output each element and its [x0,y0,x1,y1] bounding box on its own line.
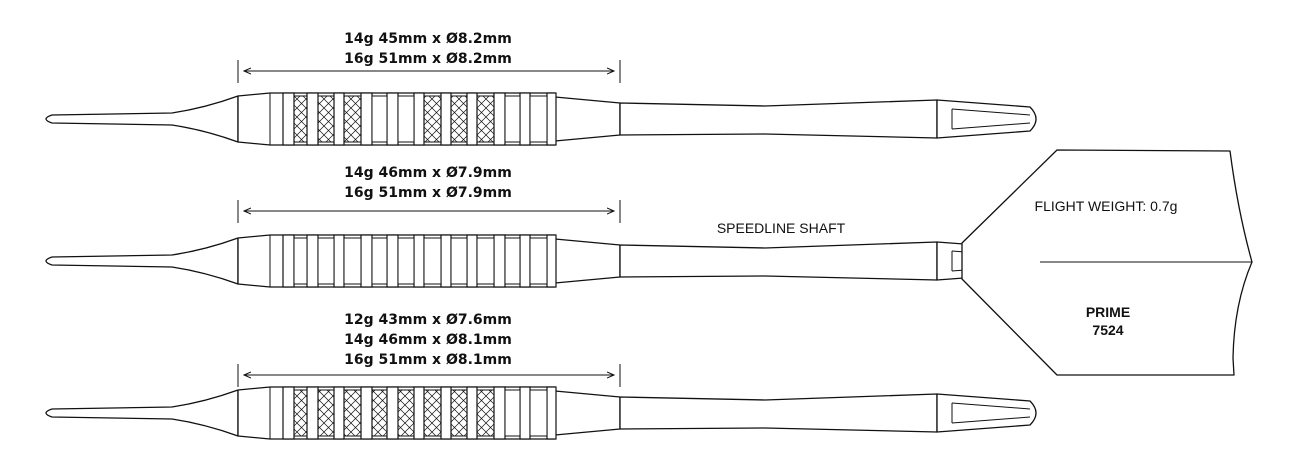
plain-section [397,95,415,143]
barrel-rear-taper [554,238,621,284]
dart-2-spec-line-2: 16g 51mm x Ø7.9mm [344,185,512,201]
grip-ring [386,386,399,440]
plain-section [423,237,442,285]
grip-ring [360,386,373,440]
grip-ring [360,234,373,288]
barrel-rear-taper [554,390,621,436]
grip-ring [413,386,425,440]
grip-ring [306,234,319,288]
dart-point [45,95,239,143]
plain-section [371,95,388,143]
grip-ring [493,234,506,288]
grip-ring [282,386,295,440]
grip-ring [519,234,531,288]
grip-ring [440,234,452,288]
plain-section [397,237,415,285]
plain-section [317,237,335,285]
knurled-section [293,389,308,437]
grip-ring [466,234,478,288]
dart-1-spec-line-2: 16g 51mm x Ø8.2mm [344,51,512,67]
shaft-slot-line [951,402,1031,410]
grip-ring [466,386,478,440]
grip-ring [546,92,557,146]
grip-ring [546,386,557,440]
shaft [619,99,938,139]
plain-section [343,237,362,285]
grip-ring [546,234,557,288]
knurled-section [371,389,388,437]
dart-2-specs: 14g 46mm x Ø7.9mm 16g 51mm x Ø7.9mm [344,165,512,201]
knurled-section [293,95,308,143]
dart-3-spec-line-1: 12g 43mm x Ø7.6mm [344,312,512,328]
grip-ring [306,92,319,146]
grip-ring [519,386,531,440]
grip-ring [333,234,345,288]
grip-ring [440,92,452,146]
plain-section [504,389,521,437]
dart-1 [45,60,1037,146]
grip-ring [466,92,478,146]
flight-brand-line-2: 7524 [1092,322,1123,338]
shaft [619,241,938,281]
plain-section [504,237,521,285]
plain-section [504,95,521,143]
grip-ring [282,92,295,146]
grip-ring [493,92,506,146]
shaft-slot-line [951,108,1031,116]
dart-2-spec-line-1: 14g 46mm x Ø7.9mm [344,165,512,181]
grip-ring [386,234,399,288]
dart-3-spec-line-3: 16g 51mm x Ø8.1mm [344,352,512,368]
dart-2 [45,200,1037,288]
shaft [619,393,938,433]
dart-point [45,237,239,285]
plain-section [371,237,388,285]
dart-3-spec-line-2: 14g 46mm x Ø8.1mm [344,332,512,348]
knurled-section [423,389,442,437]
knurled-section [343,389,362,437]
knurled-section [343,95,362,143]
dart-3-specs: 12g 43mm x Ø7.6mm 14g 46mm x Ø8.1mm 16g … [344,312,512,368]
dart-1-specs: 14g 45mm x Ø8.2mm 16g 51mm x Ø8.2mm [344,31,512,67]
dart-1-spec-line-1: 14g 45mm x Ø8.2mm [344,31,512,47]
knurled-section [476,95,495,143]
knurled-section [317,95,335,143]
dart-point [45,389,239,437]
shaft-slot-line [951,416,1031,424]
plain-section [529,237,548,285]
plain-section [529,389,548,437]
plain-section [529,95,548,143]
flight-weight-label: FLIGHT WEIGHT: 0.7g [1035,198,1178,214]
grip-ring [306,386,319,440]
grip-ring [360,92,373,146]
grip-ring [333,92,345,146]
flight-brand-line-1: PRIME [1086,304,1130,320]
flight: FLIGHT WEIGHT: 0.7g PRIME 7524 [961,149,1253,376]
knurled-section [450,389,468,437]
shaft-slot-line [951,122,1031,130]
plain-section [476,237,495,285]
plain-section [450,237,468,285]
knurled-section [423,95,442,143]
grip-ring [413,92,425,146]
grip-ring [493,386,506,440]
dart-3 [45,364,1037,440]
grip-ring [440,386,452,440]
plain-section [293,237,308,285]
grip-ring [333,386,345,440]
barrel-rear-taper [554,96,621,142]
knurled-section [450,95,468,143]
grip-ring [519,92,531,146]
grip-ring [413,234,425,288]
grip-ring [386,92,399,146]
grip-ring [282,234,295,288]
knurled-section [397,389,415,437]
knurled-section [476,389,495,437]
knurled-section [317,389,335,437]
shaft-label: SPEEDLINE SHAFT [717,220,846,236]
